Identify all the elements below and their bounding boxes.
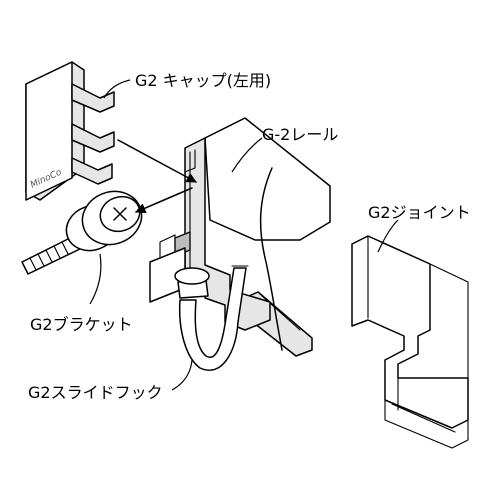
label-cap: G2 キャップ(左用): [135, 71, 271, 90]
g2-cap: MinoCo: [25, 61, 115, 201]
label-bracket: G2ブラケット: [30, 315, 133, 334]
g2-rail: [149, 117, 331, 357]
g2-joint: [351, 235, 469, 449]
hook-leader: [171, 359, 193, 391]
bracket-insert-arrow: [135, 187, 193, 214]
joint-leader: [377, 219, 399, 253]
cap-insert-arrow: [117, 139, 197, 183]
label-hook: G2スライドフック: [28, 383, 163, 402]
hanging-wire: [259, 167, 283, 351]
label-rail: G-2レール: [262, 125, 338, 144]
label-joint: G2ジョイント: [368, 203, 471, 222]
g2-slide-hook: [174, 265, 249, 371]
rail-leader: [231, 137, 263, 173]
cap-leader: [103, 79, 131, 99]
bracket-leader: [89, 253, 102, 305]
g2-bracket: [21, 190, 143, 275]
